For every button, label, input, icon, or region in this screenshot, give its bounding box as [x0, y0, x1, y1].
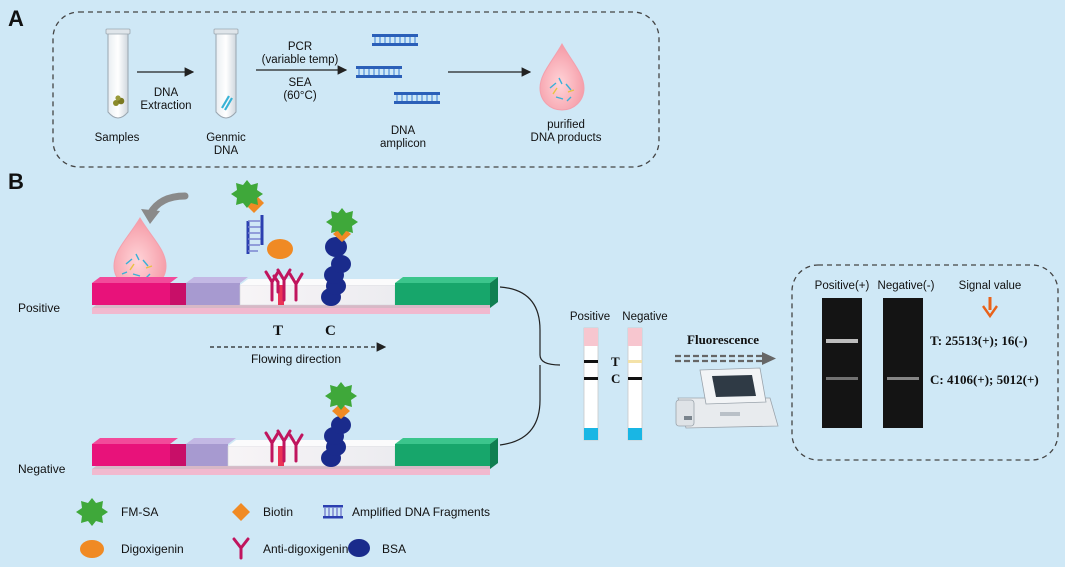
- positive-label: Positive: [18, 301, 60, 315]
- bsa-cluster-icon: [321, 208, 358, 306]
- signal-arrow-icon: [982, 297, 998, 319]
- positive-test-strip: [92, 277, 498, 314]
- negative-fluorescence-image: [883, 298, 923, 428]
- fluorescence-label: Fluorescence: [687, 332, 759, 347]
- legend-biotin: Biotin: [263, 505, 293, 519]
- result-positive-label: Positive(+): [815, 280, 870, 292]
- c-line-label: C: [325, 323, 336, 339]
- positive-fluorescence-image: [822, 298, 862, 428]
- legend-anti-digoxigenin: Anti-digoxigenin: [263, 542, 348, 556]
- fluorescence-arrow: [675, 352, 776, 365]
- strip-bracket: [499, 286, 561, 446]
- extraction-label-2: Extraction: [140, 100, 191, 112]
- strip-c-label: C: [611, 371, 620, 386]
- fm-sa-icon: [76, 498, 108, 526]
- extraction-label-1: DNA: [154, 87, 179, 99]
- samples-label: Samples: [95, 132, 140, 144]
- legend-fm-sa: FM-SA: [121, 505, 158, 519]
- digoxigenin-icon: [80, 540, 104, 558]
- purified-droplet-icon: [539, 42, 585, 111]
- anti-digoxigenin-icon: [264, 268, 304, 302]
- sea-temp-label: (60°C): [283, 90, 317, 102]
- dna-amplicon-icon: [356, 34, 440, 104]
- t-line-label: T: [273, 323, 283, 339]
- legend-dna-fragments: Amplified DNA Fragments: [352, 505, 490, 519]
- legend: FM-SA Biotin Amplified DNA Fragments Dig…: [76, 498, 490, 560]
- amplicon-label-2: amplicon: [380, 138, 426, 150]
- genomic-label-2: DNA: [214, 145, 239, 157]
- captured-complex-icon: [231, 180, 293, 259]
- strip-positive-label: Positive: [570, 311, 610, 323]
- panel-b-label: B: [8, 169, 24, 194]
- negative-test-strip: [92, 438, 498, 475]
- flow-label: Flowing direction: [251, 352, 341, 366]
- fluorescence-reader-icon: [675, 367, 779, 429]
- panel-a-label: A: [8, 6, 24, 31]
- legend-digoxigenin: Digoxigenin: [121, 542, 184, 556]
- result-negative-label: Negative(-): [878, 280, 935, 292]
- pcr-label: PCR: [288, 41, 312, 53]
- negative-label: Negative: [18, 462, 66, 476]
- amplicon-label-1: DNA: [391, 125, 416, 137]
- sample-tube-icon: [105, 28, 131, 119]
- biotin-icon: [232, 503, 250, 521]
- strip-negative-label: Negative: [622, 311, 667, 323]
- t-result-value: T: 25513(+); 16(-): [930, 333, 1027, 348]
- positive-result-strip: [583, 327, 599, 441]
- sea-label: SEA: [288, 77, 311, 89]
- legend-bsa: BSA: [382, 542, 406, 556]
- anti-digoxigenin-legend-icon: [232, 537, 250, 560]
- signal-value-label: Signal value: [959, 280, 1022, 292]
- negative-result-strip: [627, 327, 643, 441]
- c-result-value: C: 4106(+); 5012(+): [930, 372, 1039, 387]
- anti-digoxigenin-icon-negative: [264, 429, 304, 463]
- bsa-cluster-icon-negative: [321, 382, 357, 467]
- result-panel-frame: [791, 264, 1059, 461]
- pcr-temp-label: (variable temp): [262, 54, 339, 66]
- purified-label-1: purified: [547, 119, 585, 131]
- genomic-tube-icon: [213, 28, 239, 119]
- genomic-label-1: Genmic: [206, 132, 246, 144]
- purified-label-2: DNA products: [531, 132, 602, 144]
- dna-fragments-icon: [323, 505, 343, 519]
- strip-t-label: T: [611, 354, 620, 369]
- bsa-icon: [348, 539, 370, 557]
